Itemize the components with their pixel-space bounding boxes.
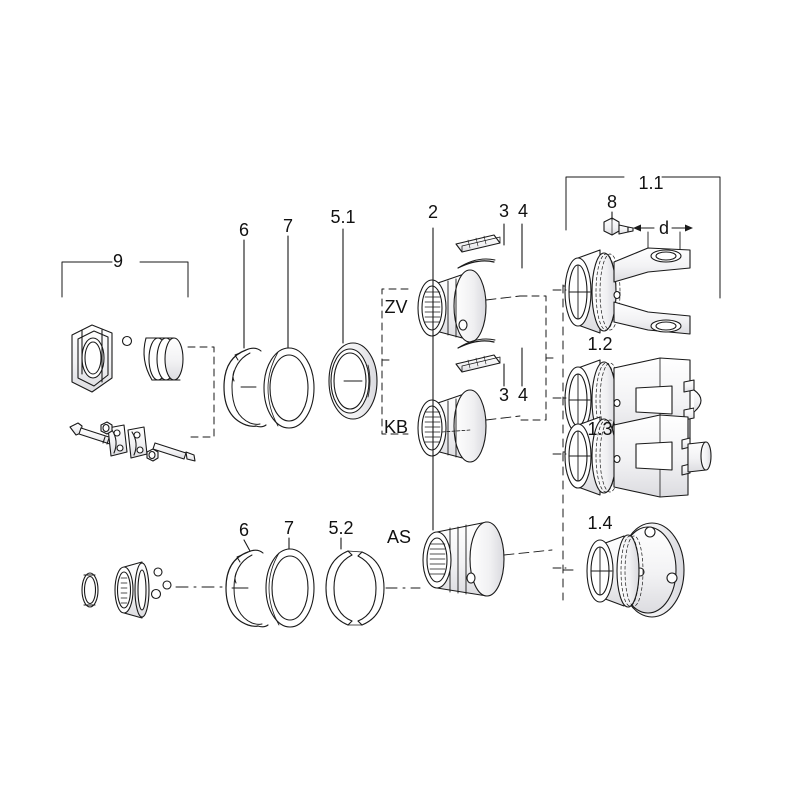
key-part-3-mid: [455, 354, 501, 373]
yoke-1-4-flange: [552, 522, 685, 618]
dashed-bracket-upper-left: [187, 346, 215, 438]
label-dimension-d: d: [659, 218, 669, 238]
key-part-3-top: [455, 234, 501, 253]
grease-nipple-8: [603, 217, 634, 236]
bearing-ring-51: [328, 342, 378, 420]
split-ring-52: [325, 550, 385, 626]
label-part-1-3: 1.3: [587, 419, 612, 439]
label-part-8: 8: [607, 192, 617, 212]
label-part-3-mid: 3: [499, 385, 509, 405]
lower-bearing-set: [81, 561, 172, 619]
washer-c: [150, 588, 162, 600]
spring-clip-part-4-top: [457, 258, 496, 269]
yoke-1-1: [552, 247, 691, 335]
seal-ring-small: [81, 572, 99, 608]
label-part-6-top: 6: [239, 220, 249, 240]
label-part-1-1: 1.1: [638, 173, 663, 193]
small-washer: [121, 335, 133, 347]
nut-upper: [100, 421, 113, 435]
seal-ring-7-bottom: [265, 548, 315, 628]
bearing-cup-hex: [71, 324, 113, 393]
label-part-9: 9: [113, 251, 123, 271]
seal-ring-stack: [143, 337, 184, 381]
snap-ring-6-top: [223, 347, 267, 428]
label-variant-zv: ZV: [384, 297, 407, 317]
snap-ring-6-bottom: [225, 549, 269, 628]
hub-kb: [417, 389, 521, 463]
seal-ring-7-top: [263, 347, 315, 429]
label-part-7-top: 7: [283, 216, 293, 236]
bolt-right: [152, 442, 196, 462]
part-9-bracket: [61, 261, 189, 298]
needle-bearing-cup: [114, 561, 150, 619]
bolt-left: [69, 422, 116, 446]
label-part-4-top: 4: [518, 201, 528, 221]
leader-lines: [243, 211, 613, 552]
label-variant-kb: KB: [384, 417, 408, 437]
spring-clip-part-4-mid: [457, 338, 496, 349]
label-part-2: 2: [428, 202, 438, 222]
yoke-1-3: [552, 414, 712, 498]
label-part-3-top: 3: [499, 201, 509, 221]
label-variant-as: AS: [387, 527, 411, 547]
hub-as: [422, 521, 553, 597]
label-part-6-bottom: 6: [239, 520, 249, 540]
hub-zv: [417, 269, 521, 343]
washer-b: [162, 580, 172, 590]
label-part-4-mid: 4: [518, 385, 528, 405]
label-part-1-4: 1.4: [587, 513, 612, 533]
label-part-1-2: 1.2: [587, 334, 612, 354]
label-part-5-1: 5.1: [330, 207, 355, 227]
part-11-bracket: [565, 176, 721, 299]
variant-bracket-dashed: [381, 288, 409, 435]
label-part-7-bottom: 7: [284, 518, 294, 538]
clamp-half-right: [127, 426, 148, 459]
nut-lower: [146, 448, 159, 462]
washer-a: [153, 567, 163, 577]
part-9-group: [61, 261, 196, 462]
variant-bracket-34: [519, 295, 557, 421]
label-part-5-2: 5.2: [328, 518, 353, 538]
clamp-half-left: [107, 424, 128, 457]
